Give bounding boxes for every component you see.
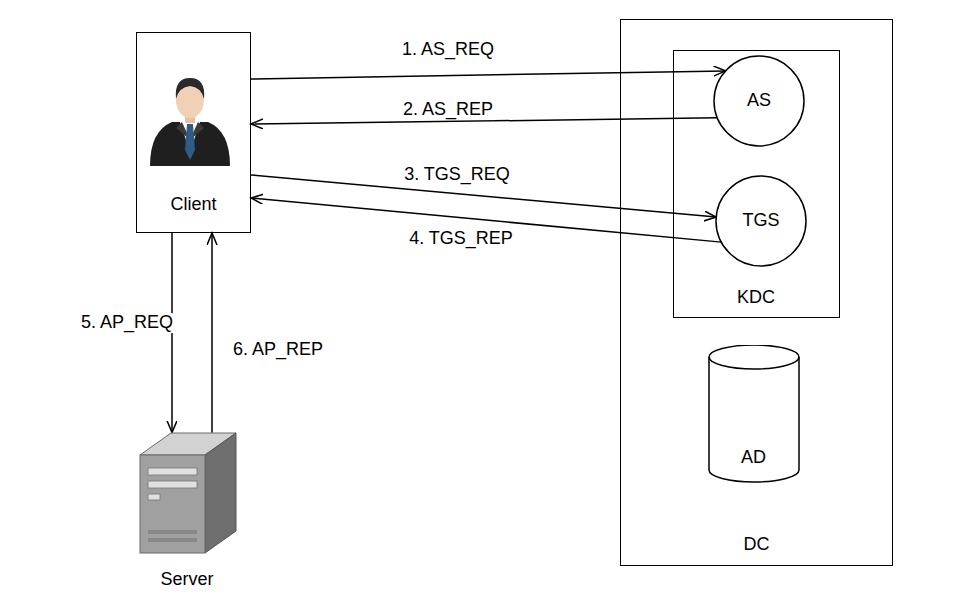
message-label: 4. TGS_REP <box>407 229 515 249</box>
server-node: Server <box>128 431 246 597</box>
dc-box: DC KDC AS TGS AD <box>620 19 893 566</box>
node-label: DC <box>621 535 892 555</box>
message-arrow <box>171 233 173 433</box>
node-label: Server <box>128 570 246 590</box>
node-label: AS <box>713 91 805 111</box>
service-circle: AS <box>713 55 805 147</box>
service-circle: TGS <box>715 175 807 267</box>
node-label: TGS <box>715 211 807 231</box>
node-label: KDC <box>674 288 839 308</box>
message-arrow <box>251 198 721 242</box>
kdc-box: KDC AS TGS <box>673 50 840 318</box>
message-arrow <box>211 233 213 433</box>
database-cylinder: AD <box>708 345 800 483</box>
server-icon <box>140 433 236 553</box>
message-arrow <box>251 71 726 79</box>
message-label: 1. AS_REQ <box>400 40 496 60</box>
node-label: AD <box>708 448 800 468</box>
client-box: Client <box>136 32 251 233</box>
message-arrow <box>251 118 717 124</box>
message-label: 5. AP_REQ <box>79 313 175 333</box>
message-label: 3. TGS_REQ <box>402 165 512 185</box>
message-label: 6. AP_REP <box>231 340 325 360</box>
person-icon <box>150 78 230 166</box>
node-label: Client <box>137 195 250 215</box>
message-label: 2. AS_REP <box>401 100 495 120</box>
message-arrow <box>251 175 716 217</box>
